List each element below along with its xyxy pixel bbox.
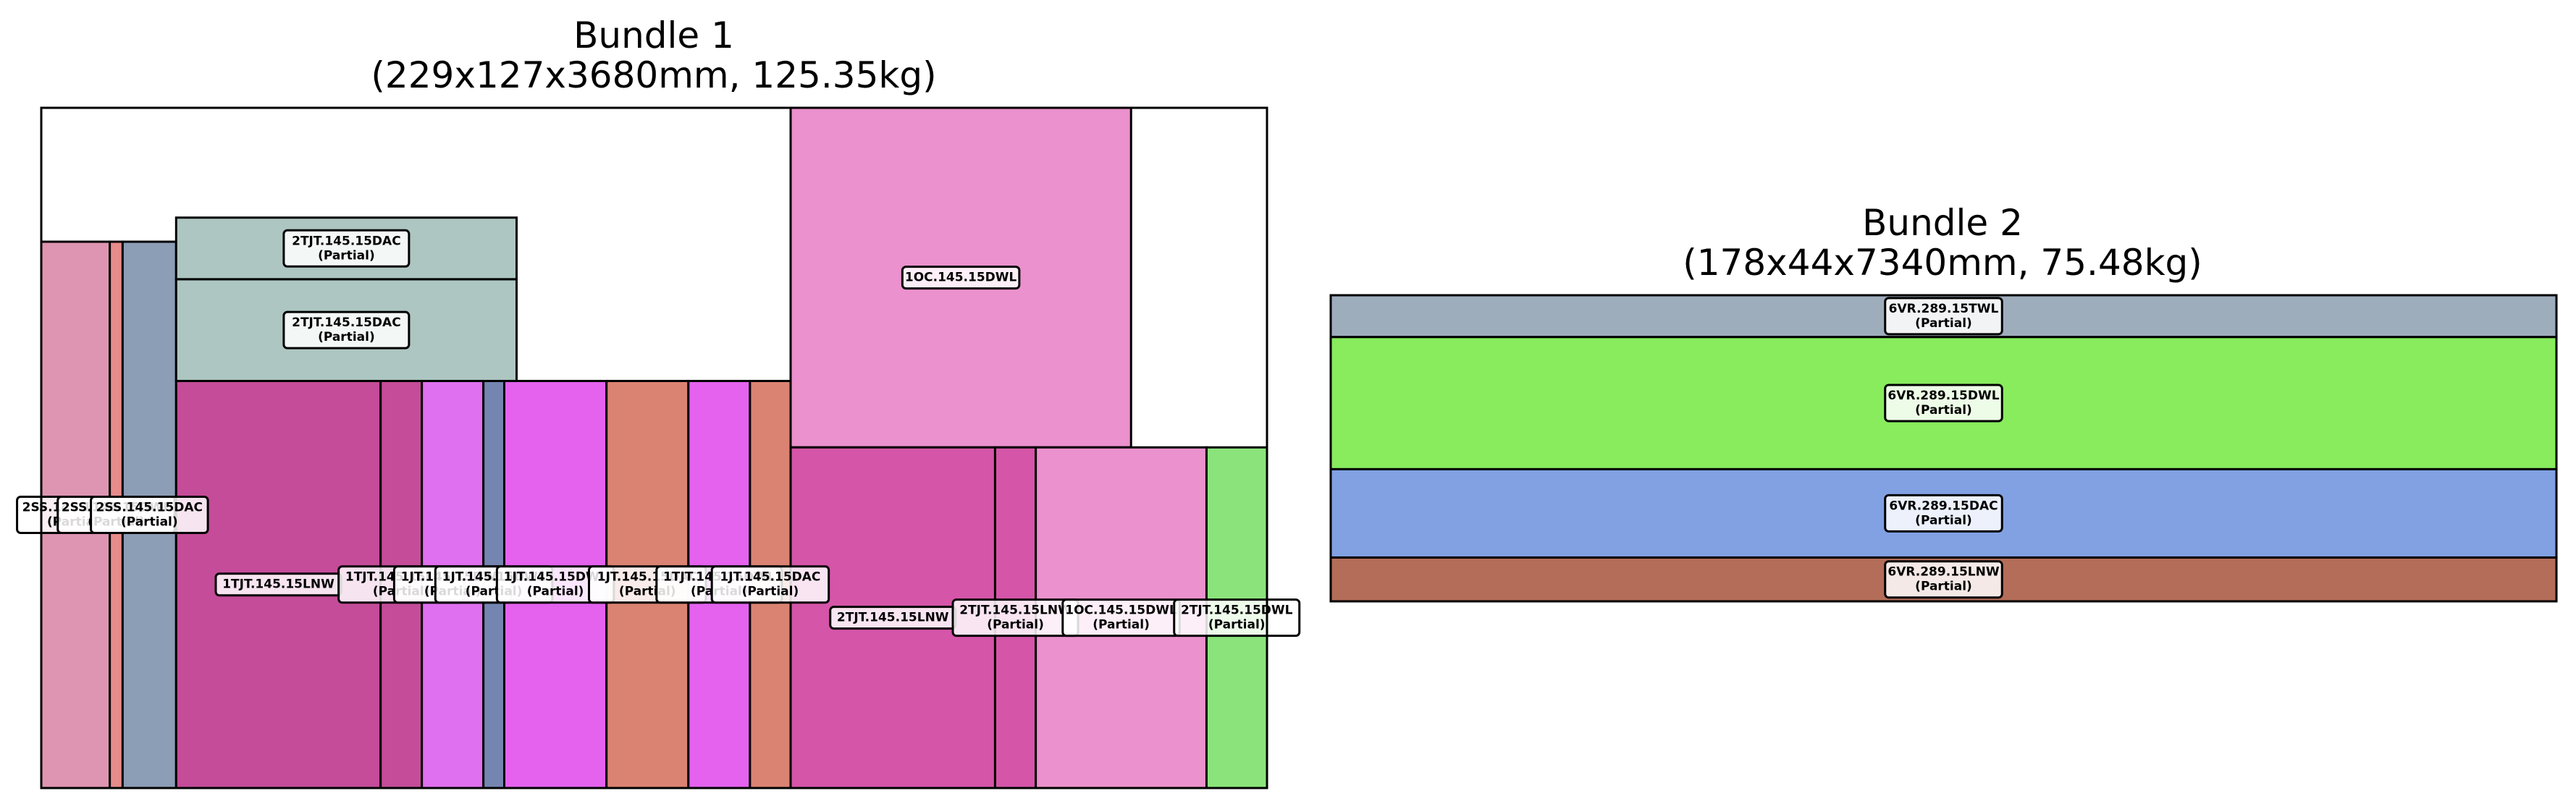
piece-partial-text: (Partial) bbox=[987, 618, 1044, 632]
bundle-1-frame bbox=[40, 106, 1268, 789]
bundle-2-labels: 6VR.289.15LNW(Partial)6VR.289.15DAC(Part… bbox=[1884, 297, 2003, 599]
bundle-2-panel: Bundle 2 (178x44x7340mm, 75.48kg) 6VR.28… bbox=[1329, 202, 2558, 603]
piece-partial-text: (Partial) bbox=[742, 585, 799, 599]
piece-label: 2TJT.145.15DAC(Partial) bbox=[282, 310, 411, 350]
piece-label-box bbox=[1884, 494, 2003, 533]
piece-label: 1JT.145.15DAC(Partial) bbox=[710, 565, 830, 604]
piece-partial-text: (Partial) bbox=[318, 248, 375, 263]
piece-name-text: 6VR.289.15DWL bbox=[1887, 389, 1999, 403]
piece-name-text: 2TJT.145.15DWL bbox=[1181, 603, 1293, 618]
bundle-2-pieces bbox=[1329, 294, 2558, 603]
bundle-1-panel: Bundle 1 (229x127x3680mm, 125.35kg) 2SS.… bbox=[16, 14, 1301, 789]
piece-partial-text: (Partial) bbox=[318, 330, 375, 344]
piece-label-box bbox=[282, 229, 411, 268]
piece-label: 1JT.145.15DWL(Partial) bbox=[495, 565, 615, 604]
piece-label-box bbox=[901, 266, 1021, 290]
piece-label: 2TJT.145.15LNW bbox=[829, 606, 957, 630]
bundle-1-labels: 2SS.145.15DAC(Partial)2SS.145.15DWL(Part… bbox=[16, 229, 1301, 638]
piece-name-text: 6VR.289.15TWL bbox=[1889, 302, 1999, 316]
bundle-2-title: Bundle 2 bbox=[1862, 202, 2023, 244]
piece-partial-text: (Partial) bbox=[527, 585, 584, 599]
piece-label: 6VR.289.15LNW(Partial) bbox=[1884, 560, 2003, 599]
piece-label: 6VR.289.15DWL(Partial) bbox=[1884, 384, 2003, 423]
piece-label: 6VR.289.15TWL(Partial) bbox=[1884, 297, 2003, 336]
piece-label: 1OC.145.15DWL(Partial) bbox=[1061, 598, 1181, 638]
piece-name-text: 1TJT.145.15LNW bbox=[222, 577, 334, 592]
bundle-1-title: Bundle 1 bbox=[573, 14, 734, 56]
piece-label: 2TJT.145.15DAC(Partial) bbox=[282, 229, 411, 268]
piece-label: 2SS.145.15DAC(Partial) bbox=[90, 496, 209, 535]
piece-label-box bbox=[282, 310, 411, 350]
piece-partial-text: (Partial) bbox=[1915, 403, 1972, 418]
piece-name-text: 6VR.289.15DAC bbox=[1889, 499, 1998, 513]
piece-label-box bbox=[710, 565, 830, 604]
piece-label-box bbox=[1884, 297, 2003, 336]
bundle-1-subtitle: (229x127x3680mm, 125.35kg) bbox=[371, 54, 936, 96]
piece-name-text: 2TJT.145.15LNW bbox=[959, 603, 1072, 618]
piece-label: 2TJT.145.15LNW(Partial) bbox=[951, 598, 1079, 638]
piece-name-text: 2TJT.145.15DAC bbox=[292, 234, 401, 248]
bundle-1-pieces bbox=[40, 106, 1268, 789]
piece-name-text: 2TJT.145.15DAC bbox=[292, 315, 401, 330]
piece-name-text: 2TJT.145.15LNW bbox=[837, 611, 949, 625]
bundle-2-frame bbox=[1329, 294, 2558, 603]
piece-name-text: 1JT.145.15DWL bbox=[504, 570, 607, 585]
piece-label-box bbox=[90, 496, 209, 535]
piece-name-text: 2SS.145.15DAC bbox=[96, 501, 203, 515]
piece-label: 6VR.289.15DAC(Partial) bbox=[1884, 494, 2003, 533]
piece-partial-text: (Partial) bbox=[1915, 580, 1972, 594]
piece-label-box bbox=[1884, 560, 2003, 599]
piece-name-text: 1JT.145.15DAC bbox=[720, 570, 820, 585]
piece-partial-text: (Partial) bbox=[1915, 316, 1972, 331]
piece-name-text: 1OC.145.15DWL bbox=[1065, 603, 1177, 618]
piece-label: 1OC.145.15DWL bbox=[901, 266, 1021, 290]
piece-name-text: 6VR.289.15LNW bbox=[1887, 565, 2000, 580]
piece-partial-text: (Partial) bbox=[1208, 618, 1266, 632]
piece-partial-text: (Partial) bbox=[1093, 618, 1150, 632]
piece-label-box bbox=[1884, 384, 2003, 423]
piece-partial-text: (Partial) bbox=[1915, 513, 1972, 528]
bundle-2-subtitle: (178x44x7340mm, 75.48kg) bbox=[1683, 242, 2202, 284]
piece-label: 1TJT.145.15LNW bbox=[214, 572, 342, 597]
piece-label: 2TJT.145.15DWL(Partial) bbox=[1173, 598, 1301, 638]
piece-partial-text: (Partial) bbox=[121, 515, 178, 530]
piece-name-text: 1OC.145.15DWL bbox=[905, 271, 1017, 285]
